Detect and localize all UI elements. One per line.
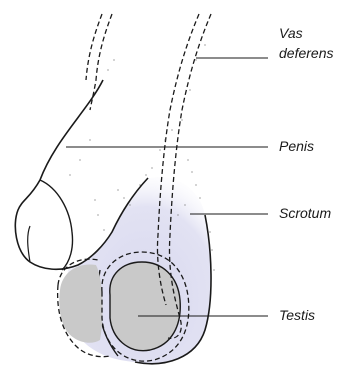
label-deferens: deferens — [279, 45, 333, 61]
left-testis — [59, 264, 102, 342]
vas-deferens-left-b — [86, 14, 102, 80]
label-scrotum: Scrotum — [279, 205, 331, 221]
label-penis: Penis — [279, 138, 314, 154]
label-vas: Vas — [279, 25, 303, 41]
label-testis: Testis — [279, 307, 315, 323]
right-testis — [110, 262, 180, 351]
